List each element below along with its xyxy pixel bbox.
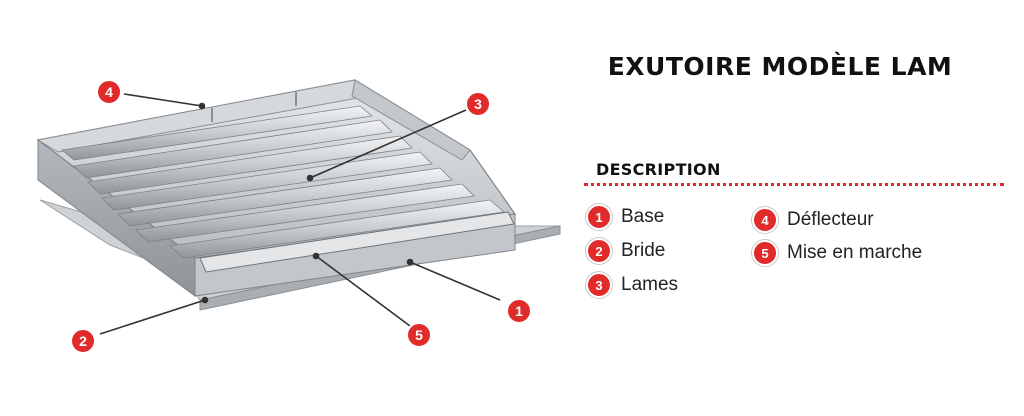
- leader-dot-4: [198, 102, 206, 110]
- legend-item-bride: 2 Bride: [586, 238, 665, 264]
- description-heading: DESCRIPTION: [596, 160, 721, 179]
- deflector-right-wall: [351, 79, 471, 161]
- legend-label: Lames: [621, 274, 679, 295]
- slat: [169, 199, 505, 259]
- legend-badge: 1: [586, 204, 612, 230]
- callout-5-number: 5: [415, 327, 423, 343]
- callout-4: 4: [96, 79, 122, 105]
- leader-dot-2: [201, 296, 209, 304]
- slat: [135, 183, 475, 243]
- slat: [73, 119, 393, 179]
- leader-dot-3: [306, 174, 314, 182]
- leader-line-3: [309, 109, 467, 179]
- callout-1-number: 1: [515, 303, 523, 319]
- callout-3: 3: [465, 91, 491, 117]
- legend-badge: 4: [752, 207, 778, 233]
- legend-label: Bride: [621, 240, 666, 261]
- legend-item-mise-en-marche: 5 Mise en marche: [752, 240, 922, 266]
- leader-dot-5: [312, 252, 320, 260]
- legend-label: Déflecteur: [787, 209, 874, 230]
- legend-badge: 5: [752, 240, 778, 266]
- slat: [117, 167, 453, 227]
- slat: [61, 105, 373, 161]
- callout-1: 1: [506, 298, 532, 324]
- mechanism-bar: [199, 211, 515, 273]
- legend-badge: 3: [586, 272, 612, 298]
- legend-item-lames: 3 Lames: [586, 272, 678, 298]
- page-title: EXUTOIRE MODÈLE LAM: [607, 52, 953, 81]
- callout-2: 2: [70, 328, 96, 354]
- slat: [101, 151, 433, 211]
- callout-3-number: 3: [474, 96, 482, 112]
- callout-5: 5: [406, 322, 432, 348]
- callout-4-number: 4: [105, 84, 113, 100]
- legend-item-deflecteur: 4 Déflecteur: [752, 207, 874, 233]
- dotted-divider: [584, 183, 1004, 186]
- leader-line-1: [409, 261, 501, 301]
- legend-item-base: 1 Base: [586, 204, 664, 230]
- leader-line-4: [123, 93, 203, 107]
- legend-label: Base: [621, 206, 665, 227]
- callout-2-number: 2: [79, 333, 87, 349]
- leader-line-5: [315, 255, 411, 327]
- legend-badge: 2: [586, 238, 612, 264]
- legend-label: Mise en marche: [787, 242, 923, 263]
- slat: [87, 135, 413, 195]
- leader-dot-1: [406, 258, 414, 266]
- slats: [61, 105, 505, 259]
- leader-line-2: [99, 299, 206, 335]
